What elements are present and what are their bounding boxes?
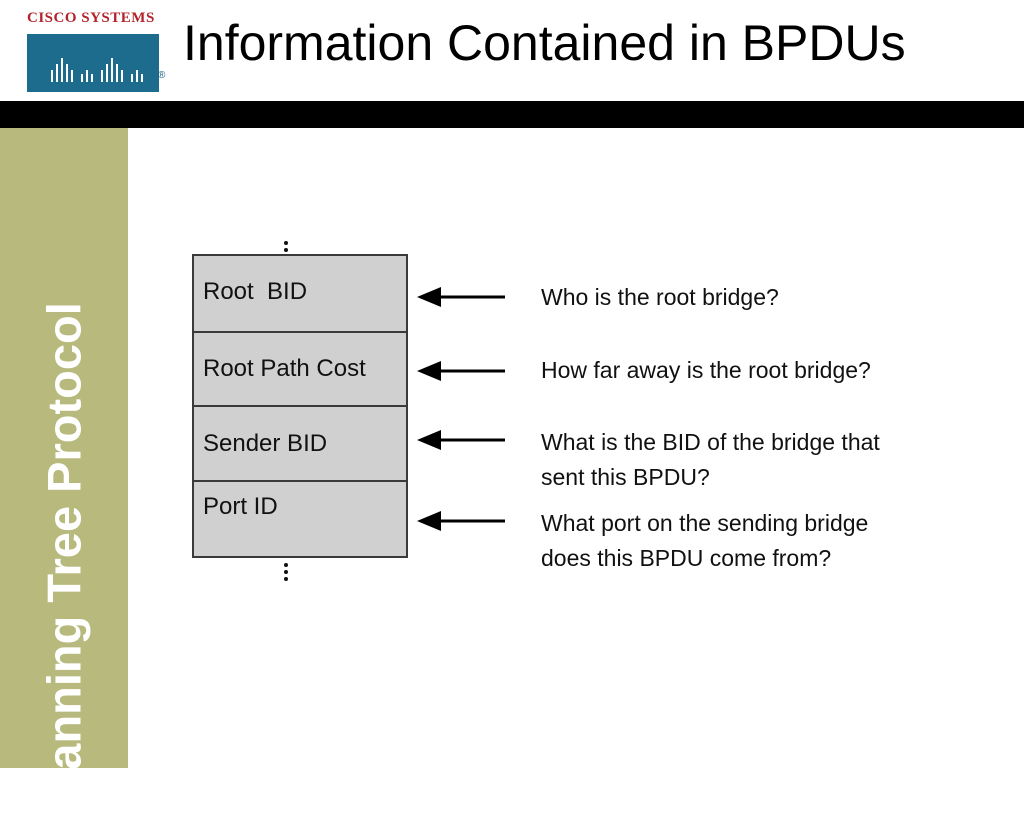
- field-label: Root Path Cost: [203, 355, 366, 382]
- description-line: does this BPDU come from?: [541, 545, 832, 571]
- description-root-bid: Who is the root bridge?: [541, 280, 779, 315]
- header-divider-bar: [0, 101, 1024, 128]
- description-root-path-cost: How far away is the root bridge?: [541, 353, 871, 388]
- description-line: How far away is the root bridge?: [541, 357, 871, 383]
- left-arrow-icon: [417, 361, 505, 381]
- sidebar-label: Spanning Tree Protocol: [37, 302, 91, 830]
- left-arrow-icon: [417, 430, 505, 450]
- description-line: sent this BPDU?: [541, 464, 710, 490]
- registered-mark: ®: [158, 70, 166, 81]
- field-label: Sender BID: [203, 430, 328, 457]
- left-arrow-icon: [417, 511, 505, 531]
- description-line: What port on the sending bridge: [541, 510, 869, 536]
- field-label: Port ID: [203, 493, 278, 520]
- cisco-bridge-logo-icon: [27, 34, 159, 92]
- bpdu-field-stack: Root BID Root Path Cost Sender BID Port …: [192, 254, 408, 558]
- left-arrow-icon: [417, 287, 505, 307]
- description-line: What is the BID of the bridge that: [541, 429, 880, 455]
- sidebar: Spanning Tree Protocol: [0, 128, 128, 830]
- description-line: Who is the root bridge?: [541, 284, 779, 310]
- description-sender-bid: What is the BID of the bridge that sent …: [541, 425, 880, 495]
- continuation-dots-bottom: [282, 560, 290, 582]
- field-label: Root BID: [203, 278, 308, 305]
- field-port-id: Port ID: [194, 482, 406, 556]
- field-root-path-cost: Root Path Cost: [194, 333, 406, 407]
- logo-wordmark: Cisco Systems: [27, 10, 155, 26]
- description-port-id: What port on the sending bridge does thi…: [541, 506, 868, 576]
- field-root-bid: Root BID: [194, 256, 406, 333]
- slide-title: Information Contained in BPDUs: [183, 15, 906, 71]
- cisco-logo: Cisco Systems ®: [27, 10, 169, 92]
- field-sender-bid: Sender BID: [194, 407, 406, 482]
